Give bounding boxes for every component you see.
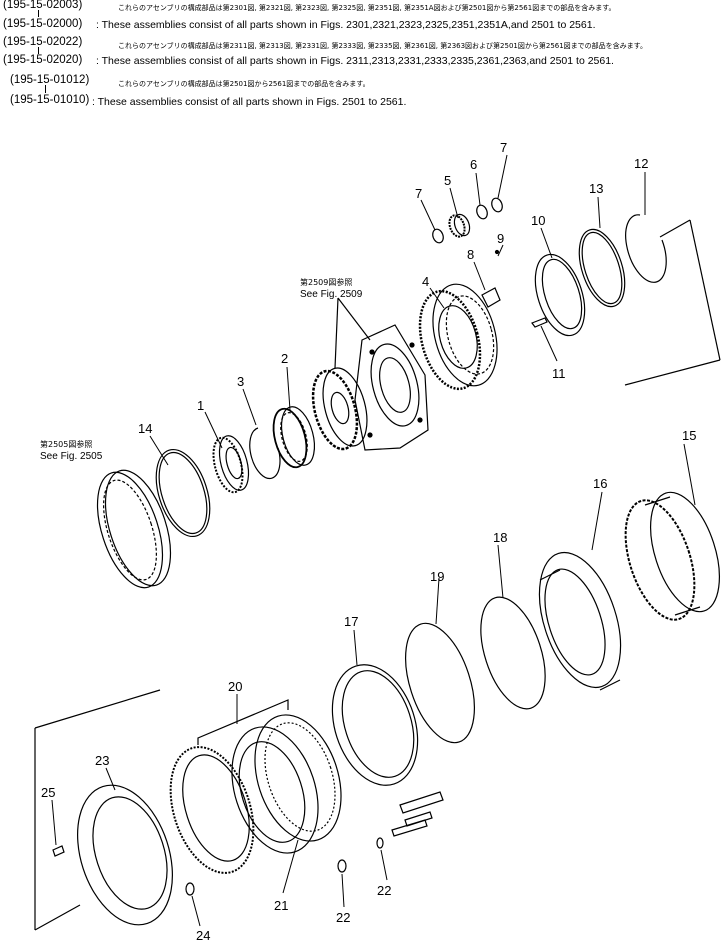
snap-ring-12	[625, 214, 667, 283]
snap-ring-14-inner	[158, 451, 208, 535]
bearing-6	[476, 204, 488, 220]
callout-14: 14	[138, 421, 152, 436]
callout-22-right: 22	[377, 883, 391, 898]
leader-2509-b	[337, 297, 371, 341]
bolt-22b	[337, 859, 347, 873]
callout-7-left: 7	[415, 186, 422, 201]
callout-4: 4	[422, 274, 429, 289]
bracket-20	[197, 699, 289, 745]
ref-fig2509-en: See Fig. 2509	[300, 289, 363, 300]
ref-fig2505-jp: 第2505図参照	[40, 439, 92, 449]
callout-20: 20	[228, 679, 242, 694]
bearing-2	[272, 406, 316, 469]
snap-ring-13-inner	[581, 231, 623, 305]
callout-25: 25	[41, 785, 55, 800]
part-number: (195-15-01010)	[10, 94, 90, 106]
note-en: : These assemblies consist of all parts …	[96, 55, 614, 67]
assembly-notes: (195-15-02003) これらのアセンブリの構成部品は第2301図, 第2…	[0, 0, 722, 120]
snap-ring-14	[155, 448, 211, 538]
leader-line	[45, 85, 46, 93]
snap-ring-3	[249, 427, 281, 480]
callout-5: 5	[444, 173, 451, 188]
callout-24: 24	[196, 928, 210, 941]
piston-16	[538, 551, 622, 691]
plate-17	[331, 664, 419, 786]
callout-18: 18	[493, 530, 507, 545]
bracket-lower-left	[34, 689, 161, 931]
leader-line	[38, 10, 39, 17]
snap-ring-13	[578, 228, 626, 308]
leader-line	[38, 47, 39, 54]
callout-19: 19	[430, 569, 444, 584]
washer-7a	[432, 228, 444, 244]
callout-9: 9	[497, 231, 504, 246]
part-number: (195-15-02003)	[3, 0, 83, 11]
callout-16: 16	[593, 476, 607, 491]
drum-15	[624, 491, 720, 621]
leader-lines	[51, 154, 696, 927]
pin-25	[52, 845, 65, 857]
pin-8	[481, 287, 501, 308]
part-number: (195-15-01012)	[10, 74, 90, 86]
callout-17: 17	[344, 614, 358, 629]
callout-11: 11	[552, 366, 566, 381]
clutch-discs-20	[231, 714, 342, 854]
part-number: (195-15-02020)	[3, 54, 83, 66]
callout-22-left: 22	[336, 910, 350, 925]
bolt-22a	[376, 837, 384, 849]
gear-1	[212, 435, 250, 494]
callout-7-top: 7	[500, 140, 507, 155]
callout-12: 12	[634, 156, 648, 171]
carrier-2509	[354, 324, 429, 451]
note-en: : These assemblies consist of all parts …	[92, 96, 407, 108]
pin-11	[531, 317, 548, 328]
callout-2: 2	[281, 351, 288, 366]
note-en: : These assemblies consist of all parts …	[96, 19, 596, 31]
callout-3: 3	[237, 374, 244, 389]
ring-gear-4	[418, 283, 498, 391]
callout-6: 6	[470, 157, 477, 172]
callout-23: 23	[95, 753, 109, 768]
seal-ring-18	[480, 596, 546, 710]
ring-10	[534, 253, 586, 337]
part-number: (195-15-02000)	[3, 18, 83, 30]
sun-gear-2509	[311, 367, 368, 451]
note-jp: これらのアセンブリの構成部品は第2311図, 第2313図, 第2331図, 第…	[118, 42, 647, 50]
note-jp: これらのアセンブリの構成部品は第2301図, 第2321図, 第2323図, 第…	[118, 4, 616, 12]
callout-numbers: 1 2 3 4 5 6 7 7 8 9 10 11 12 13 14 15 16…	[41, 140, 696, 941]
end-plate-23	[77, 784, 173, 926]
springs	[391, 791, 444, 837]
ring-gear-2505	[96, 469, 172, 589]
ball-9	[494, 249, 500, 255]
callout-1: 1	[197, 398, 204, 413]
callout-15: 15	[682, 428, 696, 443]
leader-2509-a	[334, 297, 339, 369]
clutch-disc-20b	[169, 746, 255, 874]
planet-gear-5	[448, 213, 471, 238]
part-number: (195-15-02022)	[3, 36, 83, 48]
ref-fig2509-jp: 第2509図参照	[300, 277, 352, 287]
bracket-upper-right	[624, 219, 721, 386]
nut-24	[185, 882, 195, 896]
washer-7b	[491, 197, 503, 213]
ref-fig2505-en: See Fig. 2505	[40, 451, 103, 462]
callout-8: 8	[467, 247, 474, 262]
note-jp: これらのアセンブリの構成部品は第2501図から2561図までの部品を含みます。	[118, 80, 370, 88]
seal-ring-19	[405, 622, 475, 744]
callout-13: 13	[589, 181, 603, 196]
callout-21: 21	[274, 898, 288, 913]
callout-10: 10	[531, 213, 545, 228]
